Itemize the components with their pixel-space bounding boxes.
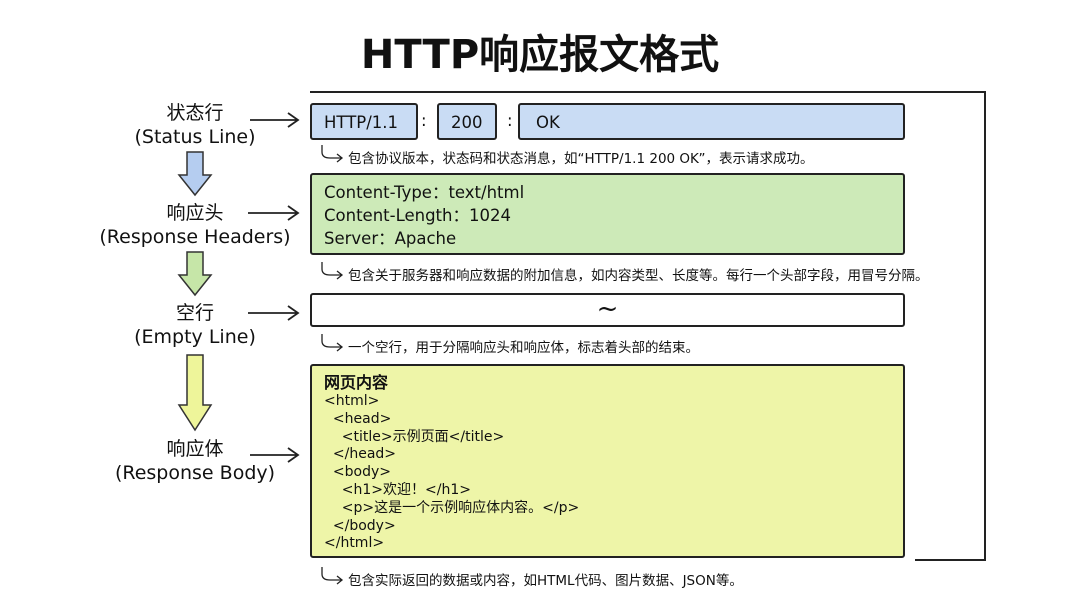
- code-line: <p>这是一个示例响应体内容。</p>: [324, 499, 580, 516]
- right-arrows: [248, 112, 300, 463]
- code-line: </html>: [324, 535, 385, 552]
- note-headers: 包含关于服务器和响应数据的附加信息，如内容类型、长度等。每行一个头部字段，用冒号…: [348, 268, 929, 284]
- status-code-box: 200: [437, 103, 497, 140]
- outer-bracket: [310, 91, 986, 561]
- code-line: <html>: [324, 393, 380, 409]
- hook-arrow-icon: [321, 145, 344, 163]
- status-message-box: OK: [518, 103, 905, 140]
- down-arrow-icon: [177, 151, 213, 197]
- body-heading: 网页内容: [324, 373, 389, 392]
- empty-line-box: ~: [310, 293, 905, 327]
- arrow-icon: [250, 447, 300, 463]
- label-response-body: 响应体(Response Body): [114, 438, 276, 484]
- code-line: </head>: [324, 446, 397, 463]
- separator: :: [421, 111, 427, 130]
- headers-box: Content-Type：text/html Content-Length：10…: [310, 173, 905, 255]
- hook-arrow-icon: [321, 567, 344, 585]
- code-line: <title>示例页面</title>: [324, 428, 505, 445]
- down-arrow-icon: [177, 251, 213, 297]
- header-line: Content-Type：text/html: [324, 183, 525, 202]
- arrow-icon: [248, 305, 300, 321]
- arrow-icon: [250, 112, 300, 128]
- header-line: Content-Length：1024: [324, 206, 511, 225]
- arrow-icon: [248, 205, 300, 221]
- page-title: HTTP响应报文格式: [360, 32, 720, 78]
- label-response-headers: 响应头(Response Headers): [99, 202, 291, 248]
- down-arrow-icon: [177, 354, 213, 432]
- body-box: 网页内容<html> <head> <title>示例页面</title> </…: [310, 364, 905, 558]
- hook-arrow-icon: [321, 334, 344, 352]
- code-line: <h1>欢迎！</h1>: [324, 481, 471, 498]
- note-status-line: 包含协议版本，状态码和状态消息，如“HTTP/1.1 200 OK”，表示请求成…: [348, 151, 814, 167]
- status-version-box: HTTP/1.1: [310, 103, 418, 140]
- label-status-line: 状态行(Status Line): [134, 102, 256, 148]
- note-body: 包含实际返回的数据或内容，如HTML代码、图片数据、JSON等。: [348, 573, 743, 589]
- label-empty-line: 空行(Empty Line): [134, 302, 256, 348]
- note-empty-line: 一个空行，用于分隔响应头和响应体，标志着头部的结束。: [348, 340, 699, 356]
- hook-arrow-icon: [321, 262, 344, 280]
- tilde: ~: [596, 294, 619, 324]
- separator: :: [507, 111, 513, 130]
- code-line: <head>: [324, 410, 392, 427]
- code-line: </body>: [324, 517, 396, 534]
- code-line: <body>: [324, 464, 391, 481]
- header-line: Server：Apache: [324, 229, 457, 248]
- note-arrows: [321, 145, 344, 585]
